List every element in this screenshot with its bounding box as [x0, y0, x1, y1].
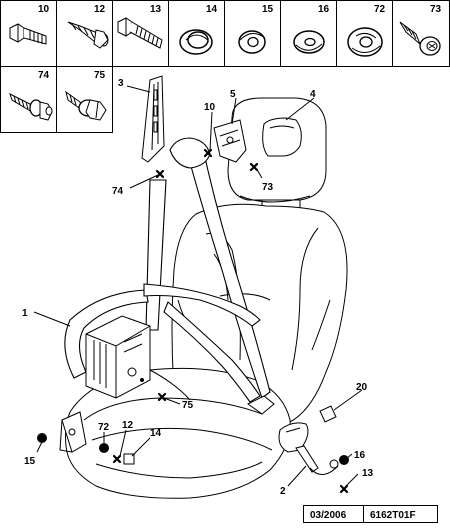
callout-74: 74: [112, 186, 124, 197]
spacer-ring-icon: [238, 30, 266, 54]
seat-belt-webbing: [64, 137, 271, 403]
x-markers: [112, 148, 349, 494]
buckle-stalk: [247, 395, 339, 475]
part-14-square: [123, 453, 135, 465]
callout-15: 15: [24, 456, 36, 467]
parts-grid: 10 12 13 14 15 16 72 73 74 75: [0, 0, 450, 133]
callout-73-upper: 73: [262, 182, 274, 193]
footer-date: 03/2006: [310, 510, 347, 521]
callout-4: 4: [310, 89, 316, 100]
retractor-strap: [145, 179, 167, 331]
part-label-74: 74: [38, 70, 50, 81]
shoulder-strap: [185, 143, 271, 399]
callout-12: 12: [122, 420, 134, 431]
part-label-13: 13: [150, 4, 162, 15]
callout-3: 3: [118, 78, 124, 89]
part-label-73: 73: [430, 4, 442, 15]
callout-13: 13: [362, 468, 374, 479]
trim-cover: [262, 117, 302, 157]
part-label-75: 75: [94, 70, 106, 81]
height-adjuster-rail: [141, 75, 165, 163]
leader-lines: [33, 85, 363, 487]
part-72-dot: [99, 443, 109, 453]
callout-labels: 3 5 4 10 74 73 1 75 20 72 12 14 15 16 13…: [22, 78, 374, 497]
lower-anchor: [59, 411, 87, 453]
upper-bracket: [213, 119, 247, 163]
callout-10: 10: [204, 102, 216, 113]
bolt-icon: [9, 23, 47, 45]
shouldered-bolt-icon: [65, 90, 107, 121]
callout-14: 14: [150, 428, 162, 439]
part-label-12: 12: [94, 4, 106, 15]
callout-2: 2: [280, 486, 286, 497]
long-bolt-icon: [117, 17, 163, 49]
retractor-unit: [85, 315, 151, 399]
lap-strap: [64, 289, 149, 379]
self-tapping-screw-icon: [399, 21, 441, 56]
footer-reference: 6162T01F: [370, 510, 416, 521]
part-label-10: 10: [38, 4, 50, 15]
part-16-dot: [339, 455, 349, 465]
part-label-16: 16: [318, 4, 330, 15]
washer-icon: [293, 30, 325, 54]
dished-washer-icon: [347, 27, 383, 57]
part-15-dot: [37, 433, 47, 443]
part-label-72: 72: [374, 4, 386, 15]
bushing-icon: [179, 29, 213, 55]
screw-icon: [67, 21, 109, 49]
flange-bolt-icon: [9, 93, 53, 121]
callout-5: 5: [230, 89, 236, 100]
callout-75: 75: [182, 400, 194, 411]
seat-illustration: [65, 97, 348, 499]
callout-20: 20: [356, 382, 368, 393]
part-label-15: 15: [262, 4, 274, 15]
part-20-plate: [319, 405, 337, 423]
callout-1: 1: [22, 308, 28, 319]
seat-cushion: [65, 367, 291, 499]
callout-16: 16: [354, 450, 366, 461]
footer: 03/2006 6162T01F: [303, 505, 438, 523]
callout-72: 72: [98, 422, 110, 433]
part-label-14: 14: [206, 4, 218, 15]
